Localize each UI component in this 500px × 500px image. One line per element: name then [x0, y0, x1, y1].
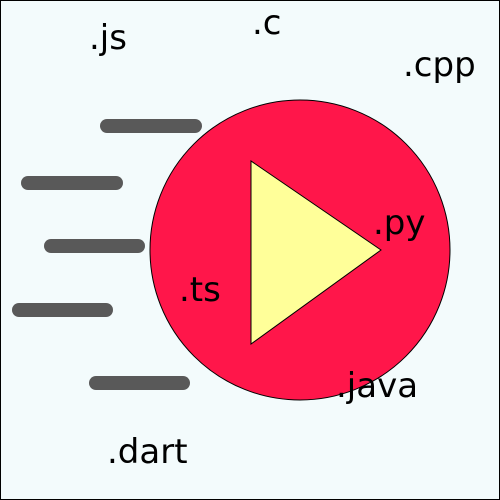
ext-label-py: .py — [373, 203, 426, 243]
ext-label-ts: .ts — [179, 270, 221, 310]
play-triangle-icon — [250, 160, 382, 345]
ext-label-dart: .dart — [107, 432, 188, 472]
ext-label-c: .c — [252, 3, 282, 43]
ext-label-cpp: .cpp — [403, 45, 476, 85]
speed-lines-icon — [12, 119, 202, 390]
ext-label-java: .java — [336, 366, 418, 406]
ext-label-js: .js — [89, 18, 127, 58]
